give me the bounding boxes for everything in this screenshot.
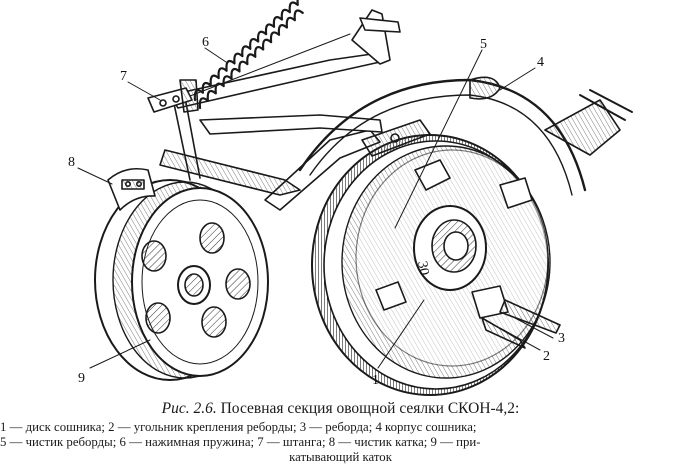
- coulter-body: [298, 76, 633, 196]
- legend-line: катывающий каток: [289, 450, 392, 464]
- figure-title: Посевная секция овощной сеялки СКОН-4,2:: [220, 400, 520, 417]
- pressure-spring: [189, 0, 351, 110]
- seeding-section-drawing: 30 1 2 3 4 5 6 7 8 9: [68, 0, 633, 396]
- callout-6: 6: [202, 35, 209, 50]
- callout-3: 3: [558, 331, 565, 346]
- figure-legend: 1 — диск сошника; 2 — угольник крепления…: [0, 420, 681, 465]
- legend-line: 5 — чистик реборды; 6 — нажимная пружина…: [0, 435, 481, 449]
- callout-4: 4: [537, 55, 544, 70]
- figure-label: Рис. 2.6.: [161, 400, 217, 417]
- callout-9: 9: [78, 371, 85, 386]
- figure-caption: Рис. 2.6. Посевная секция овощной сеялки…: [0, 400, 681, 418]
- caption-title-line: Рис. 2.6. Посевная секция овощной сеялки…: [0, 400, 681, 418]
- flange-scraper: [361, 119, 431, 157]
- callout-7: 7: [120, 69, 127, 84]
- hub-engraving: 30: [414, 260, 431, 276]
- press-wheel: [94, 179, 269, 381]
- legend-line: 1 — диск сошника; 2 — угольник крепления…: [0, 420, 477, 434]
- rod: [147, 79, 199, 113]
- callout-1: 1: [372, 373, 379, 388]
- flange-brackets: [375, 159, 561, 349]
- callout-2: 2: [543, 349, 550, 364]
- callout-8: 8: [68, 155, 75, 170]
- callout-5: 5: [480, 37, 487, 52]
- leader-lines: [77, 47, 554, 369]
- wheel-scraper: [107, 167, 156, 211]
- frame-arms: [159, 9, 401, 211]
